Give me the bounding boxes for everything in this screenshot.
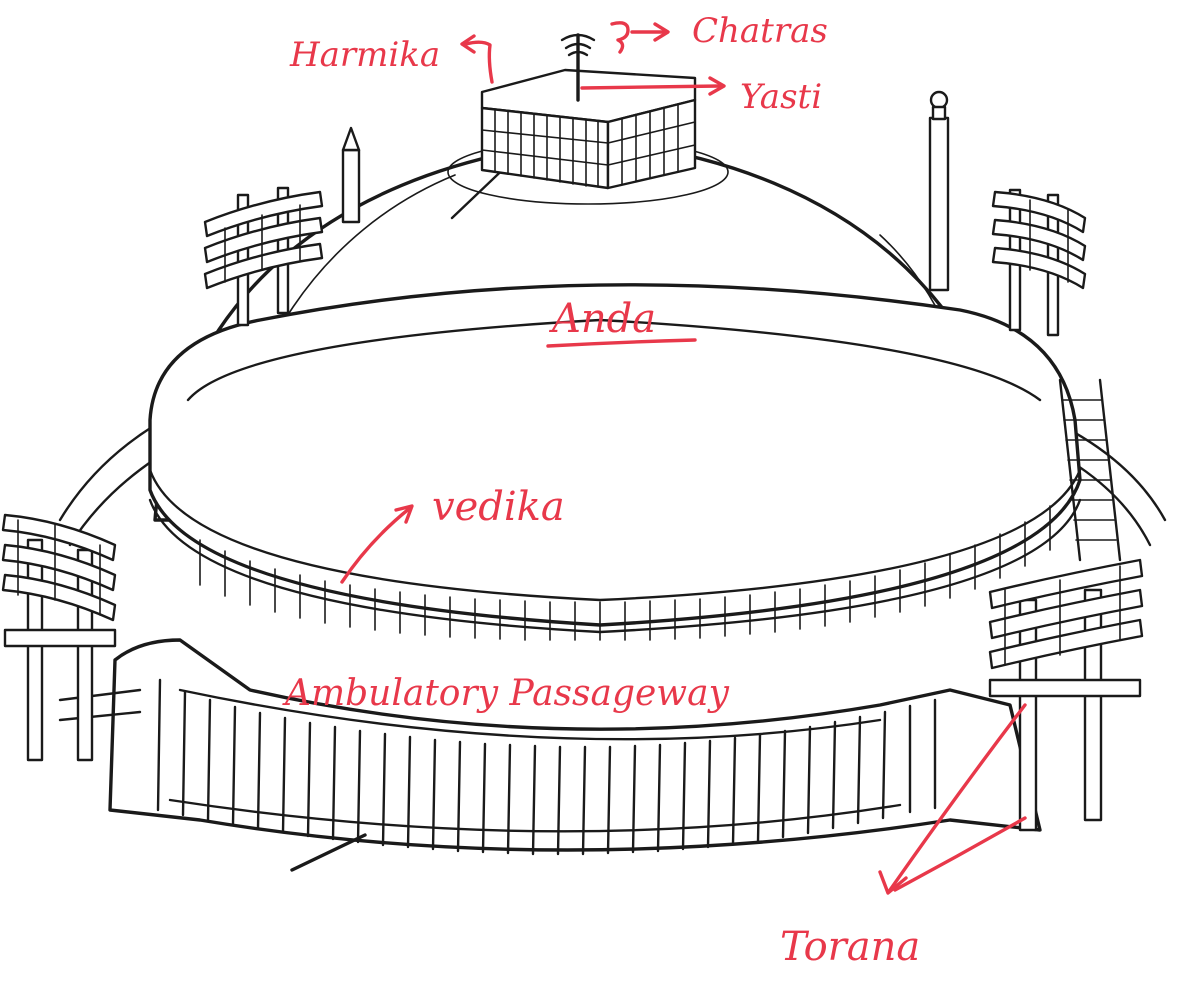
pillar-right <box>930 92 948 290</box>
torana-front-left <box>3 515 115 760</box>
label-anda: Anda <box>548 296 656 342</box>
label-vedika: vedika <box>432 484 565 530</box>
pillar-left <box>343 128 359 222</box>
annotation-harmika: Harmika <box>289 35 492 82</box>
label-yasti: Yasti <box>740 77 822 117</box>
label-harmika: Harmika <box>289 35 440 75</box>
annotation-chatras: Chatras <box>612 11 828 52</box>
label-chatras: Chatras <box>692 11 828 51</box>
label-torana: Torana <box>780 924 920 970</box>
label-ambulatory: Ambulatory Passageway <box>282 673 730 714</box>
torana-back-right <box>993 190 1085 335</box>
harmika <box>482 35 695 188</box>
annotation-ambulatory: Ambulatory Passageway <box>282 673 730 714</box>
